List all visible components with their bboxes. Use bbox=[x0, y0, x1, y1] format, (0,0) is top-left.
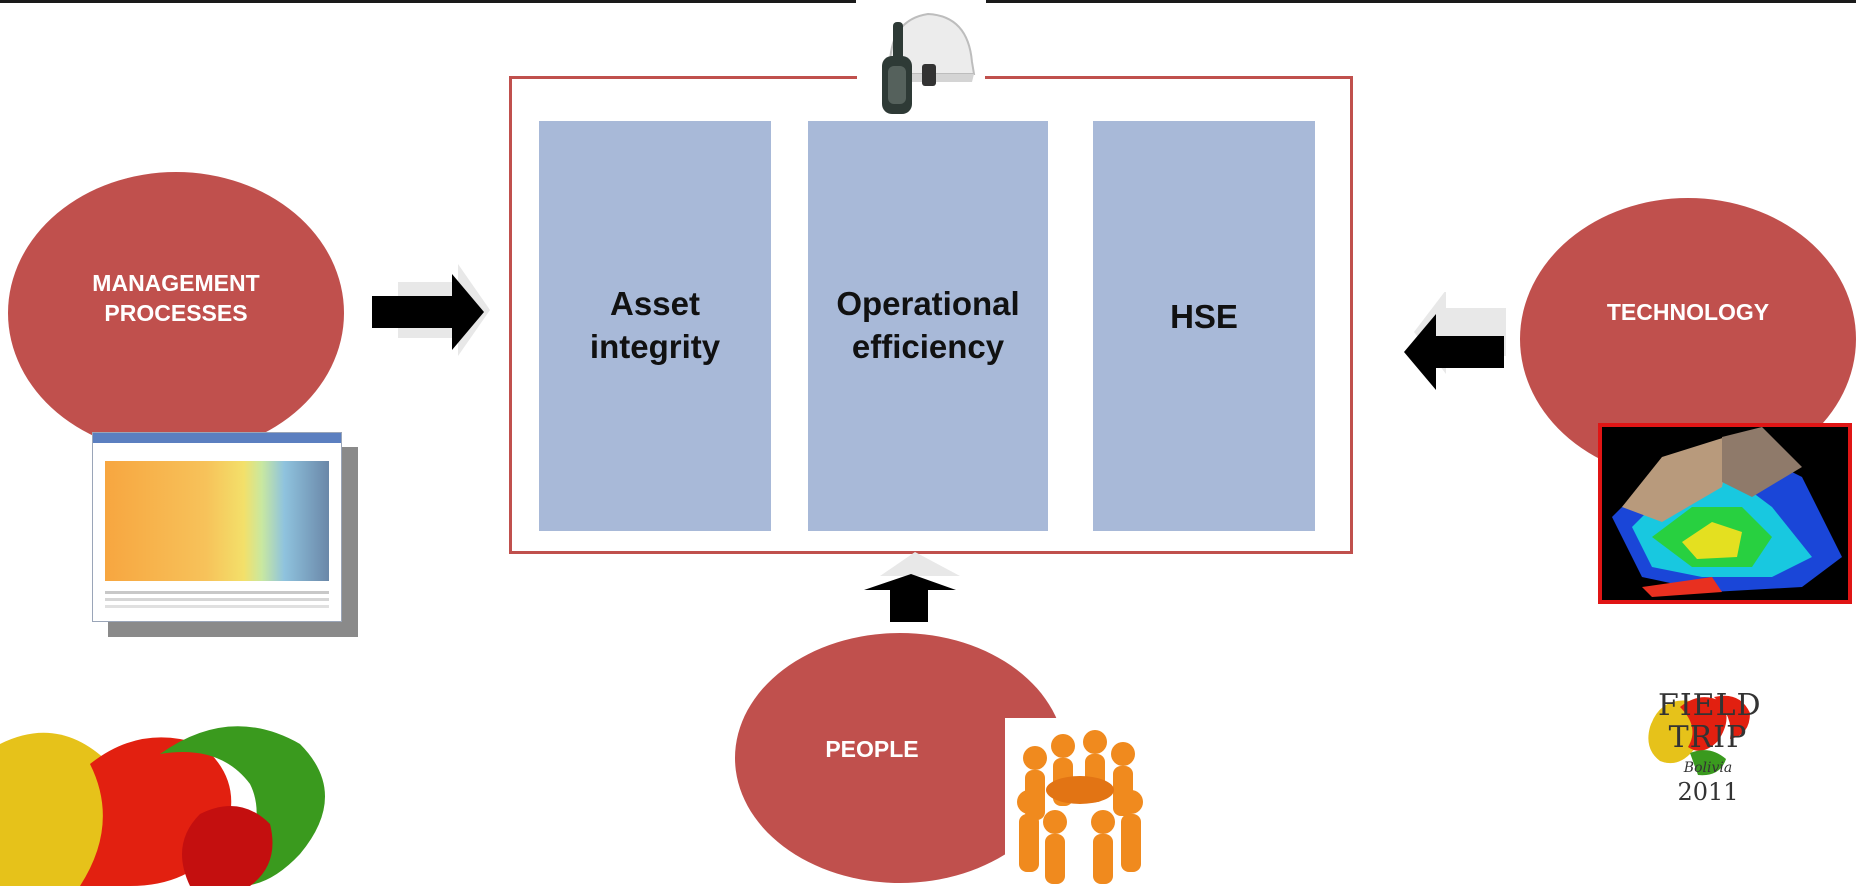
document-thumbnail bbox=[92, 432, 342, 622]
field-trip-logo-large bbox=[0, 726, 325, 886]
logo-line-trip: TRIP bbox=[1668, 720, 1748, 755]
hse-label: HSE bbox=[1170, 297, 1238, 335]
field-trip-logo-caption: FIELD TRIP Bolivia 2011 bbox=[1658, 688, 1762, 807]
logo-line-bolivia: Bolivia bbox=[1683, 760, 1733, 776]
arrow-up-icon bbox=[864, 552, 960, 622]
arrow-left-icon bbox=[1404, 292, 1506, 390]
technology-label: TECHNOLOGY bbox=[1606, 299, 1770, 326]
logo-line-field: FIELD bbox=[1658, 688, 1762, 723]
field-trip-logo-small bbox=[1648, 695, 1750, 776]
people-group-icon bbox=[1005, 718, 1155, 886]
management-processes-label: MANAGEMENT PROCESSES bbox=[92, 270, 260, 326]
operational-efficiency-label: Operational efficiency bbox=[836, 285, 1020, 365]
document-text-lines bbox=[105, 591, 329, 594]
document-header-bar bbox=[93, 433, 341, 443]
helmet-icon bbox=[882, 12, 976, 114]
top-rule-gap bbox=[856, 0, 986, 4]
hse-box: HSE bbox=[1093, 121, 1315, 531]
document-chart bbox=[105, 461, 329, 581]
terrain-graphic bbox=[1612, 427, 1842, 597]
management-processes-ellipse: MANAGEMENT PROCESSES bbox=[8, 172, 344, 454]
asset-integrity-label: Asset integrity bbox=[589, 285, 721, 365]
logo-line-year: 2011 bbox=[1677, 778, 1739, 806]
operational-efficiency-box: Operational efficiency bbox=[808, 121, 1048, 531]
asset-integrity-box: Asset integrity bbox=[539, 121, 771, 531]
arrow-right-icon bbox=[372, 264, 490, 356]
3d-terrain-image bbox=[1598, 423, 1852, 604]
people-label: PEOPLE bbox=[825, 736, 919, 763]
